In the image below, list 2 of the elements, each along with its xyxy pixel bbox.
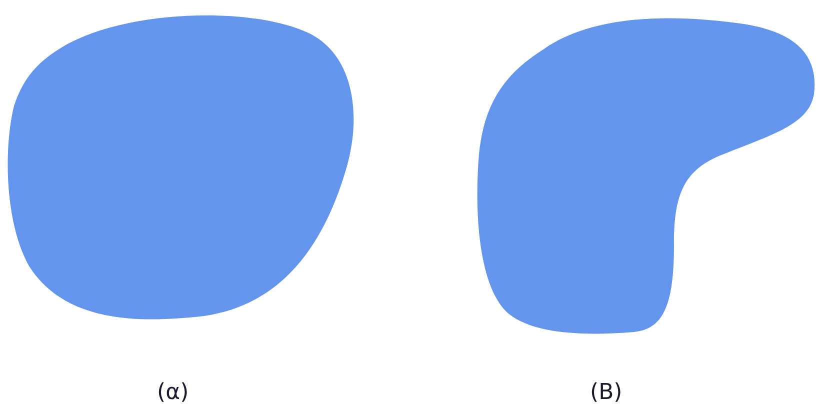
figure-caption: (Β) [590, 380, 622, 405]
figure-caption: (α) [157, 380, 189, 405]
